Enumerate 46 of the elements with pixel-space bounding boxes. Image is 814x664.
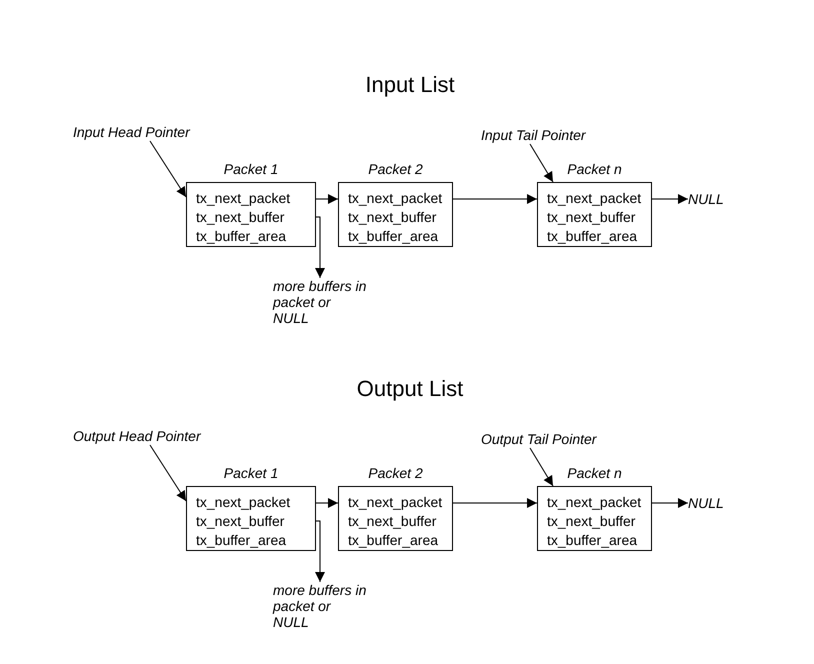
list-title: Output List — [356, 376, 464, 402]
field-label: tx_next_buffer — [348, 208, 438, 227]
arrow — [452, 194, 538, 204]
packet-heading: Packet 2 — [367, 464, 424, 482]
arrow — [150, 444, 186, 502]
field-label: tx_next_packet — [348, 493, 443, 512]
pointer-label: Output Tail Pointer — [481, 430, 611, 448]
field-label: tx_buffer_area — [547, 227, 638, 246]
packet-heading: Packet n — [566, 464, 623, 482]
arrow — [652, 498, 688, 508]
arrow — [315, 216, 325, 278]
field-label: tx_next_packet — [547, 493, 642, 512]
field-label: tx_buffer_area — [196, 531, 288, 550]
arrow — [530, 448, 554, 486]
field-label: tx_next_packet — [196, 189, 292, 208]
arrow — [530, 144, 554, 182]
arrow — [315, 520, 325, 582]
packet-heading: Packet 1 — [222, 160, 280, 178]
field-label: tx_buffer_area — [547, 531, 638, 550]
packet-heading: Packet 2 — [367, 160, 424, 178]
null-label: NULL — [688, 494, 733, 512]
field-label: tx_next_buffer — [196, 208, 286, 227]
field-label: tx_buffer_area — [348, 531, 440, 550]
field-label: tx_next_buffer — [547, 512, 636, 531]
field-label: tx_next_buffer — [196, 512, 286, 531]
field-label: tx_buffer_area — [196, 227, 288, 246]
null-label: NULL — [688, 190, 733, 208]
note-text: more buffers in packet or NULL — [273, 582, 368, 630]
note-text: more buffers in packet or NULL — [273, 278, 368, 326]
pointer-label: Output Head Pointer — [73, 427, 208, 445]
packet-heading: Packet 1 — [222, 464, 280, 482]
arrow — [452, 498, 538, 508]
field-label: tx_next_packet — [196, 493, 292, 512]
field-label: tx_next_packet — [348, 189, 443, 208]
field-label: tx_next_packet — [547, 189, 642, 208]
arrow — [316, 498, 338, 508]
pointer-label: Input Head Pointer — [73, 123, 208, 141]
packet-heading: Packet n — [566, 160, 623, 178]
pointer-label: Input Tail Pointer — [481, 126, 611, 144]
field-label: tx_buffer_area — [348, 227, 440, 246]
arrow — [316, 194, 338, 204]
arrow — [652, 194, 688, 204]
arrow — [150, 140, 186, 198]
field-label: tx_next_buffer — [348, 512, 438, 531]
field-label: tx_next_buffer — [547, 208, 636, 227]
list-title: Input List — [365, 72, 455, 98]
